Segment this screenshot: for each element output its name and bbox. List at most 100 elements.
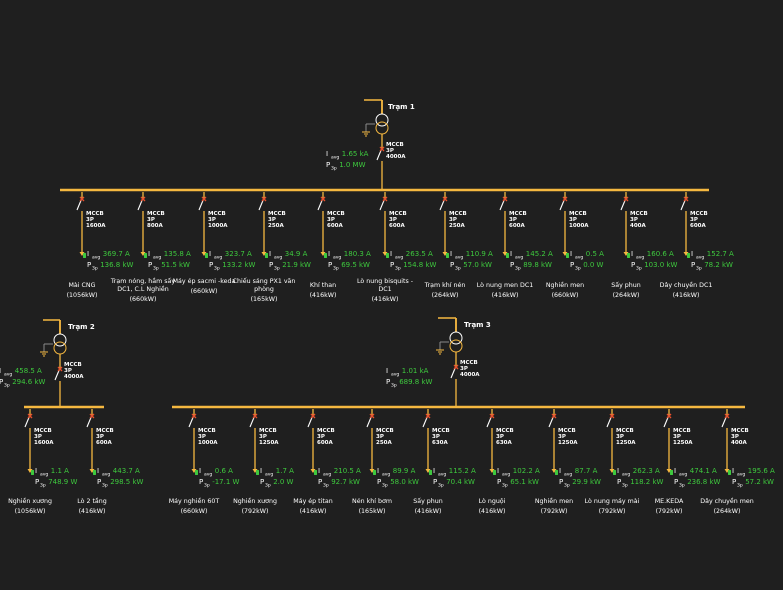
feeder-rated-power: (660kW) bbox=[181, 508, 208, 515]
measure-subscript: avg bbox=[331, 156, 339, 161]
transformer-icon bbox=[375, 121, 389, 135]
measure-subscript: 3p bbox=[92, 266, 98, 272]
measure-subscript: avg bbox=[102, 473, 110, 478]
station-title: Trạm 1 bbox=[388, 103, 415, 111]
measure-value: 294.6 kW bbox=[12, 378, 45, 386]
measure-value: 89.8 kW bbox=[523, 261, 552, 269]
measure-subscript: avg bbox=[502, 473, 510, 478]
arrow-icon bbox=[310, 469, 316, 473]
arrow-icon bbox=[27, 469, 33, 473]
breaker-type: MCCB bbox=[96, 428, 114, 434]
measure-value: 458.5 A bbox=[15, 367, 42, 375]
arrow-icon bbox=[551, 469, 557, 473]
station-title: Trạm 3 bbox=[464, 321, 491, 329]
measure-subscript: avg bbox=[333, 256, 341, 261]
breaker-type: MCCB bbox=[673, 428, 691, 434]
measure-value: 443.7 A bbox=[113, 467, 140, 475]
breaker-contact bbox=[57, 366, 63, 372]
measure-value: 1.01 kA bbox=[402, 367, 429, 375]
breaker-type: MCCB bbox=[616, 428, 634, 434]
feeder-name: Lò 2 tầng bbox=[77, 497, 107, 505]
breaker-type: MCCB bbox=[731, 428, 749, 434]
breaker-poles: 3P bbox=[86, 217, 94, 223]
measure-value: 115.2 A bbox=[449, 467, 476, 475]
arrow-icon bbox=[369, 469, 375, 473]
arrow-icon bbox=[89, 469, 95, 473]
measure-subscript: 3p bbox=[102, 483, 108, 489]
measure-symbol: P bbox=[199, 478, 203, 486]
feeder-name: Máy ép titan bbox=[293, 497, 332, 505]
measure-value: 133.2 kW bbox=[222, 261, 255, 269]
breaker-contact bbox=[551, 413, 557, 419]
arrow-icon bbox=[191, 469, 197, 473]
breaker-type: MCCB bbox=[147, 211, 165, 217]
breaker-rating: 4000A bbox=[460, 372, 480, 378]
meter-icon bbox=[324, 253, 327, 258]
feeder-name: DC1, C.L Nghiền bbox=[117, 285, 168, 293]
meter-icon bbox=[314, 470, 317, 475]
feeder-name: Chiếu sáng PX1 văn bbox=[233, 277, 296, 285]
meter-icon bbox=[613, 470, 616, 475]
measure-value: 92.7 kW bbox=[331, 478, 360, 486]
measure-symbol: I bbox=[260, 467, 262, 475]
breaker-poles: 3P bbox=[673, 434, 681, 440]
measure-value: 65.1 kW bbox=[510, 478, 539, 486]
measure-value: 748.9 W bbox=[48, 478, 77, 486]
measure-symbol: P bbox=[674, 478, 678, 486]
breaker-rating: 1250A bbox=[558, 440, 578, 446]
breaker-contact bbox=[502, 196, 508, 202]
breaker-contact bbox=[425, 413, 431, 419]
breaker-contact bbox=[453, 364, 459, 370]
measure-subscript: 3p bbox=[153, 266, 159, 272]
breaker-contact bbox=[382, 196, 388, 202]
measure-value: 2.0 W bbox=[273, 478, 293, 486]
breaker-type: MCCB bbox=[327, 211, 345, 217]
breaker-type: MCCB bbox=[558, 428, 576, 434]
measure-value: 70.4 kW bbox=[446, 478, 475, 486]
breaker-poles: 3P bbox=[460, 366, 468, 372]
breaker-poles: 3P bbox=[317, 434, 325, 440]
feeder-rated-power: (416kW) bbox=[673, 292, 700, 299]
breaker-poles: 3P bbox=[509, 217, 517, 223]
breaker-rating: 1250A bbox=[259, 440, 279, 446]
feeder-name: Dây chuyền men bbox=[700, 497, 753, 505]
breaker-rating: 630A bbox=[496, 440, 512, 446]
breaker-rating: 1600A bbox=[86, 223, 106, 229]
breaker-rating: 400A bbox=[731, 440, 747, 446]
breaker-type: MCCB bbox=[690, 211, 708, 217]
measure-subscript: 3p bbox=[679, 483, 685, 489]
breaker-poles: 3P bbox=[96, 434, 104, 440]
measure-symbol: P bbox=[328, 261, 332, 269]
measure-symbol: P bbox=[87, 261, 91, 269]
arrow-icon bbox=[442, 252, 448, 256]
measure-symbol: P bbox=[377, 478, 381, 486]
measure-subscript: avg bbox=[4, 373, 12, 378]
breaker-poles: 3P bbox=[432, 434, 440, 440]
measure-symbol: I bbox=[510, 250, 512, 258]
measure-value: 369.7 A bbox=[103, 250, 130, 258]
arrow-icon bbox=[261, 252, 267, 256]
measure-value: 58.0 kW bbox=[390, 478, 419, 486]
measure-value: 135.8 A bbox=[164, 250, 191, 258]
measure-value: 262.3 A bbox=[633, 467, 660, 475]
arrow-icon bbox=[683, 252, 689, 256]
measure-symbol: P bbox=[148, 261, 152, 269]
breaker-rating: 600A bbox=[327, 223, 343, 229]
measure-symbol: P bbox=[617, 478, 621, 486]
breaker-poles: 3P bbox=[690, 217, 698, 223]
transformer-icon bbox=[449, 339, 463, 353]
breaker-contact bbox=[191, 413, 197, 419]
measure-value: 474.1 A bbox=[690, 467, 717, 475]
measure-symbol: P bbox=[0, 378, 3, 386]
breaker-contact bbox=[609, 413, 615, 419]
meter-icon bbox=[627, 253, 630, 258]
feeder-rated-power: (416kW) bbox=[310, 292, 337, 299]
meter-icon bbox=[446, 253, 449, 258]
